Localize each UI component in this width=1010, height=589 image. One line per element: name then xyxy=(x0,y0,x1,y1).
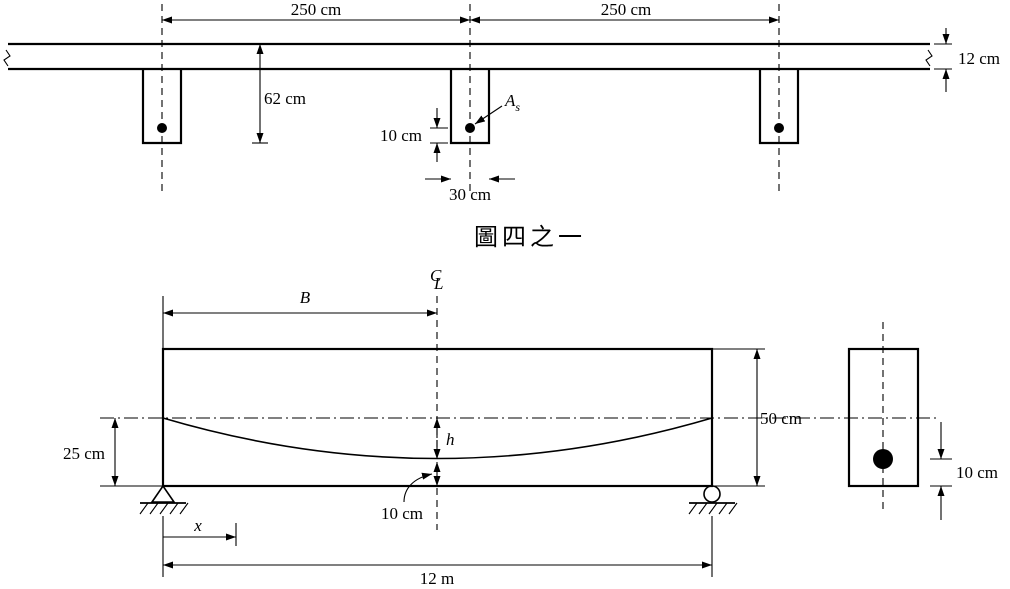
tendon-dot xyxy=(873,449,893,469)
cover-label: 10 cm xyxy=(380,126,422,145)
pin-support xyxy=(139,484,189,515)
spacing-left-label: 250 cm xyxy=(291,0,342,19)
slab-thickness-label: 12 cm xyxy=(958,49,1000,68)
offset-leader xyxy=(403,472,433,503)
prestressed-beam-figure: C L B h 10 cm 25 cm 50 cm xyxy=(63,266,998,588)
total-depth-label: 62 cm xyxy=(264,89,306,108)
web-width-label: 30 cm xyxy=(449,185,491,204)
offset-label: 10 cm xyxy=(381,504,423,523)
beam-cross-section: 10 cm xyxy=(847,322,998,520)
B-label: B xyxy=(300,288,311,307)
roller-support xyxy=(688,485,738,515)
t-beam-floor-figure: 250 cm 250 cm 12 cm 62 cm 10 cm 30 cm As xyxy=(3,0,1000,204)
h-label: h xyxy=(446,430,455,449)
slab-break-right xyxy=(925,49,933,67)
steel-area-label: As xyxy=(504,91,520,114)
figure-caption: 圖四之一 xyxy=(474,223,586,251)
span-label: 12 m xyxy=(420,569,454,588)
depth-label: 50 cm xyxy=(760,409,802,428)
section-cover-label: 10 cm xyxy=(956,463,998,482)
centerline-l: L xyxy=(433,274,443,293)
mid-height-label: 25 cm xyxy=(63,444,105,463)
x-label: x xyxy=(193,516,202,535)
spacing-right-label: 250 cm xyxy=(601,0,652,19)
centerline-c: C xyxy=(430,266,442,285)
slab-break-left xyxy=(3,49,11,67)
steel-area-leader xyxy=(474,105,503,125)
